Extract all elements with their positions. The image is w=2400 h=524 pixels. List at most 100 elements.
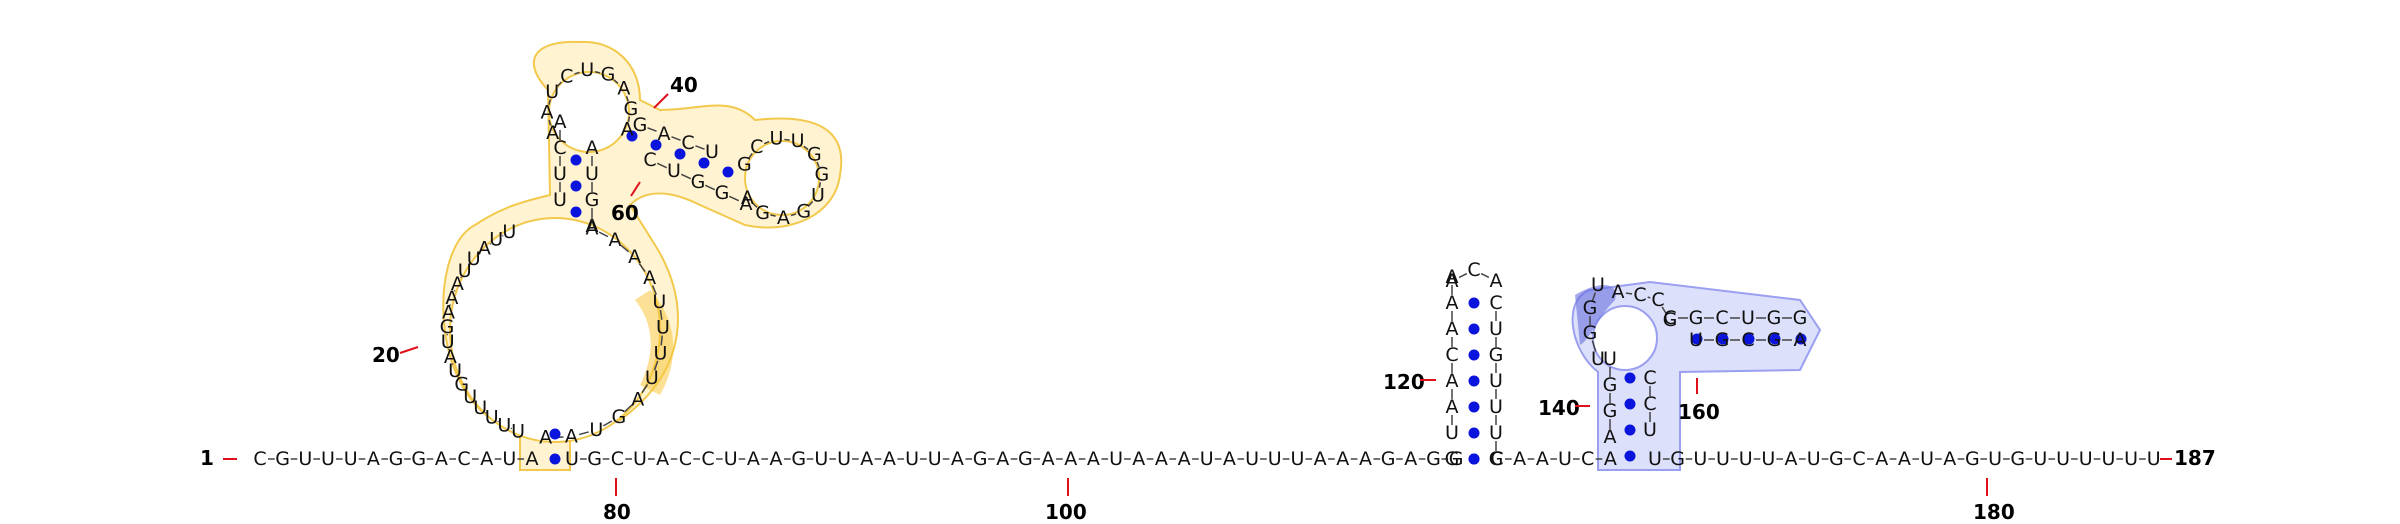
backbone-link-186 [763,140,770,145]
nucleotide-81: U [2147,448,2161,470]
nucleotide-57: C [1581,448,1594,470]
nucleotide-13: U [565,448,579,470]
backbone-link-132 [460,276,462,279]
backbone-link-108 [1591,292,1597,301]
nucleotide-54: A [1513,448,1526,470]
nucleotide-25: U [837,448,851,470]
position-label-140: 140 [1538,396,1580,420]
backbone-link-177 [671,136,681,141]
nucleotide-24: U [814,448,828,470]
nucleotide-9: C [457,448,470,470]
nucleotide-100: A [1604,426,1617,448]
nucleotide-181: G [715,182,730,204]
position-label-40: 40 [670,73,698,97]
base-pair-dot-pup-1 [650,139,662,151]
nucleotide-43: U [1245,448,1259,470]
nucleotide-37: U [1109,448,1123,470]
nucleotide-52: G [1449,448,1464,470]
nucleotide-122: U [1689,329,1703,351]
backbone-link-178 [695,145,705,150]
backbone-link-131 [468,263,471,266]
nucleotide-133: A [442,301,455,323]
nucleotide-147: A [643,267,656,289]
nucleotide-34: A [1042,448,1055,470]
backbone-lines [268,70,2146,460]
base-pair-dot-p120-base [1468,453,1480,465]
nucleotide-192: G [755,202,770,224]
base-pair-dot-pup-4 [722,166,734,178]
nucleotide-39: A [1155,448,1168,470]
nucleotide-42: A [1223,448,1236,470]
tick-20 [399,346,419,354]
nucleotide-154: U [589,419,603,441]
nucleotide-149: U [656,317,670,339]
nucleotide-155: A [565,426,578,448]
base-pair-dot-p140h-1 [1717,333,1729,345]
nucleotide-106: G [1583,297,1598,319]
backbone-link-106 [1591,340,1597,352]
nucleotide-137: U [448,360,462,382]
nucleotide-59: U [1648,448,1662,470]
nucleotide-86: A [1446,318,1459,340]
nucleotide-121: G [1715,329,1730,351]
base-pair-dot-p140h-3 [1769,333,1781,345]
nucleotide-174: G [633,114,648,136]
nucleotide-56: U [1558,448,1572,470]
nucleotide-146: A [628,246,641,268]
nucleotide-117: G [1793,307,1808,329]
nucleotide-70: A [1898,448,1911,470]
nucleotide-8: A [435,448,448,470]
position-label-180: 180 [1973,500,2015,524]
nucleotide-1: G [275,448,290,470]
nucleotide-127: U [489,228,503,250]
nucleotide-177: U [705,141,719,163]
backbone-link-167 [548,119,552,126]
nucleotide-129: U [467,248,481,270]
nucleotide-99: G [1445,448,1460,470]
backbone-link-192 [790,213,797,217]
yellow-accent-region [635,290,674,395]
backbone-link-155 [602,420,613,427]
blue-accent-region [1575,284,1616,345]
nucleotide-140: U [473,397,487,419]
nucleotide-108: A [1612,281,1625,303]
backbone-link-111 [1647,296,1651,299]
nucleotide-41: U [1200,448,1214,470]
backbone-link-188 [803,145,809,151]
backbone-link-171 [594,70,601,74]
nucleotide-132: A [445,287,458,309]
nucleotide-172: G [624,98,639,120]
nucleotide-107: U [1591,274,1605,296]
base-pair-dot-pst-1 [570,180,582,192]
nucleotide-21: A [747,448,760,470]
nucleotide-51: G [1426,448,1441,470]
nucleotide-58: A [1604,448,1617,470]
nucleotide-95: U [1489,370,1503,392]
nucleotide-145: A [609,229,622,251]
nucleotide-162: G [585,189,600,211]
nucleotide-12: A [526,448,539,470]
nucleotide-30: A [951,448,964,470]
nucleotide-156: A [539,427,552,449]
backbone-link-181 [680,173,692,180]
nucleotide-101: G [1603,400,1618,422]
nucleotide-138: G [454,373,469,395]
backbone-link-190 [818,182,822,188]
backbone-link-156 [578,431,589,436]
base-pair-dot-p120-5 [1468,427,1480,439]
backbone-link-147 [620,244,630,253]
backbone-link-194 [752,203,758,208]
backbone-link-130 [478,252,480,255]
nucleotide-63: U [1739,448,1753,470]
backbone-link-189 [816,161,820,168]
base-pair-dot-p120-3 [1468,375,1480,387]
nucleotide-19: C [701,448,714,470]
nucleotide-53: C [1490,448,1503,470]
nucleotide-153: G [611,406,626,428]
nucleotide-175: A [658,123,671,145]
nucleotide-171: A [617,78,630,100]
backbone-link-142 [485,411,487,414]
nucleotide-4: U [344,448,358,470]
position-label-80: 80 [603,500,631,524]
